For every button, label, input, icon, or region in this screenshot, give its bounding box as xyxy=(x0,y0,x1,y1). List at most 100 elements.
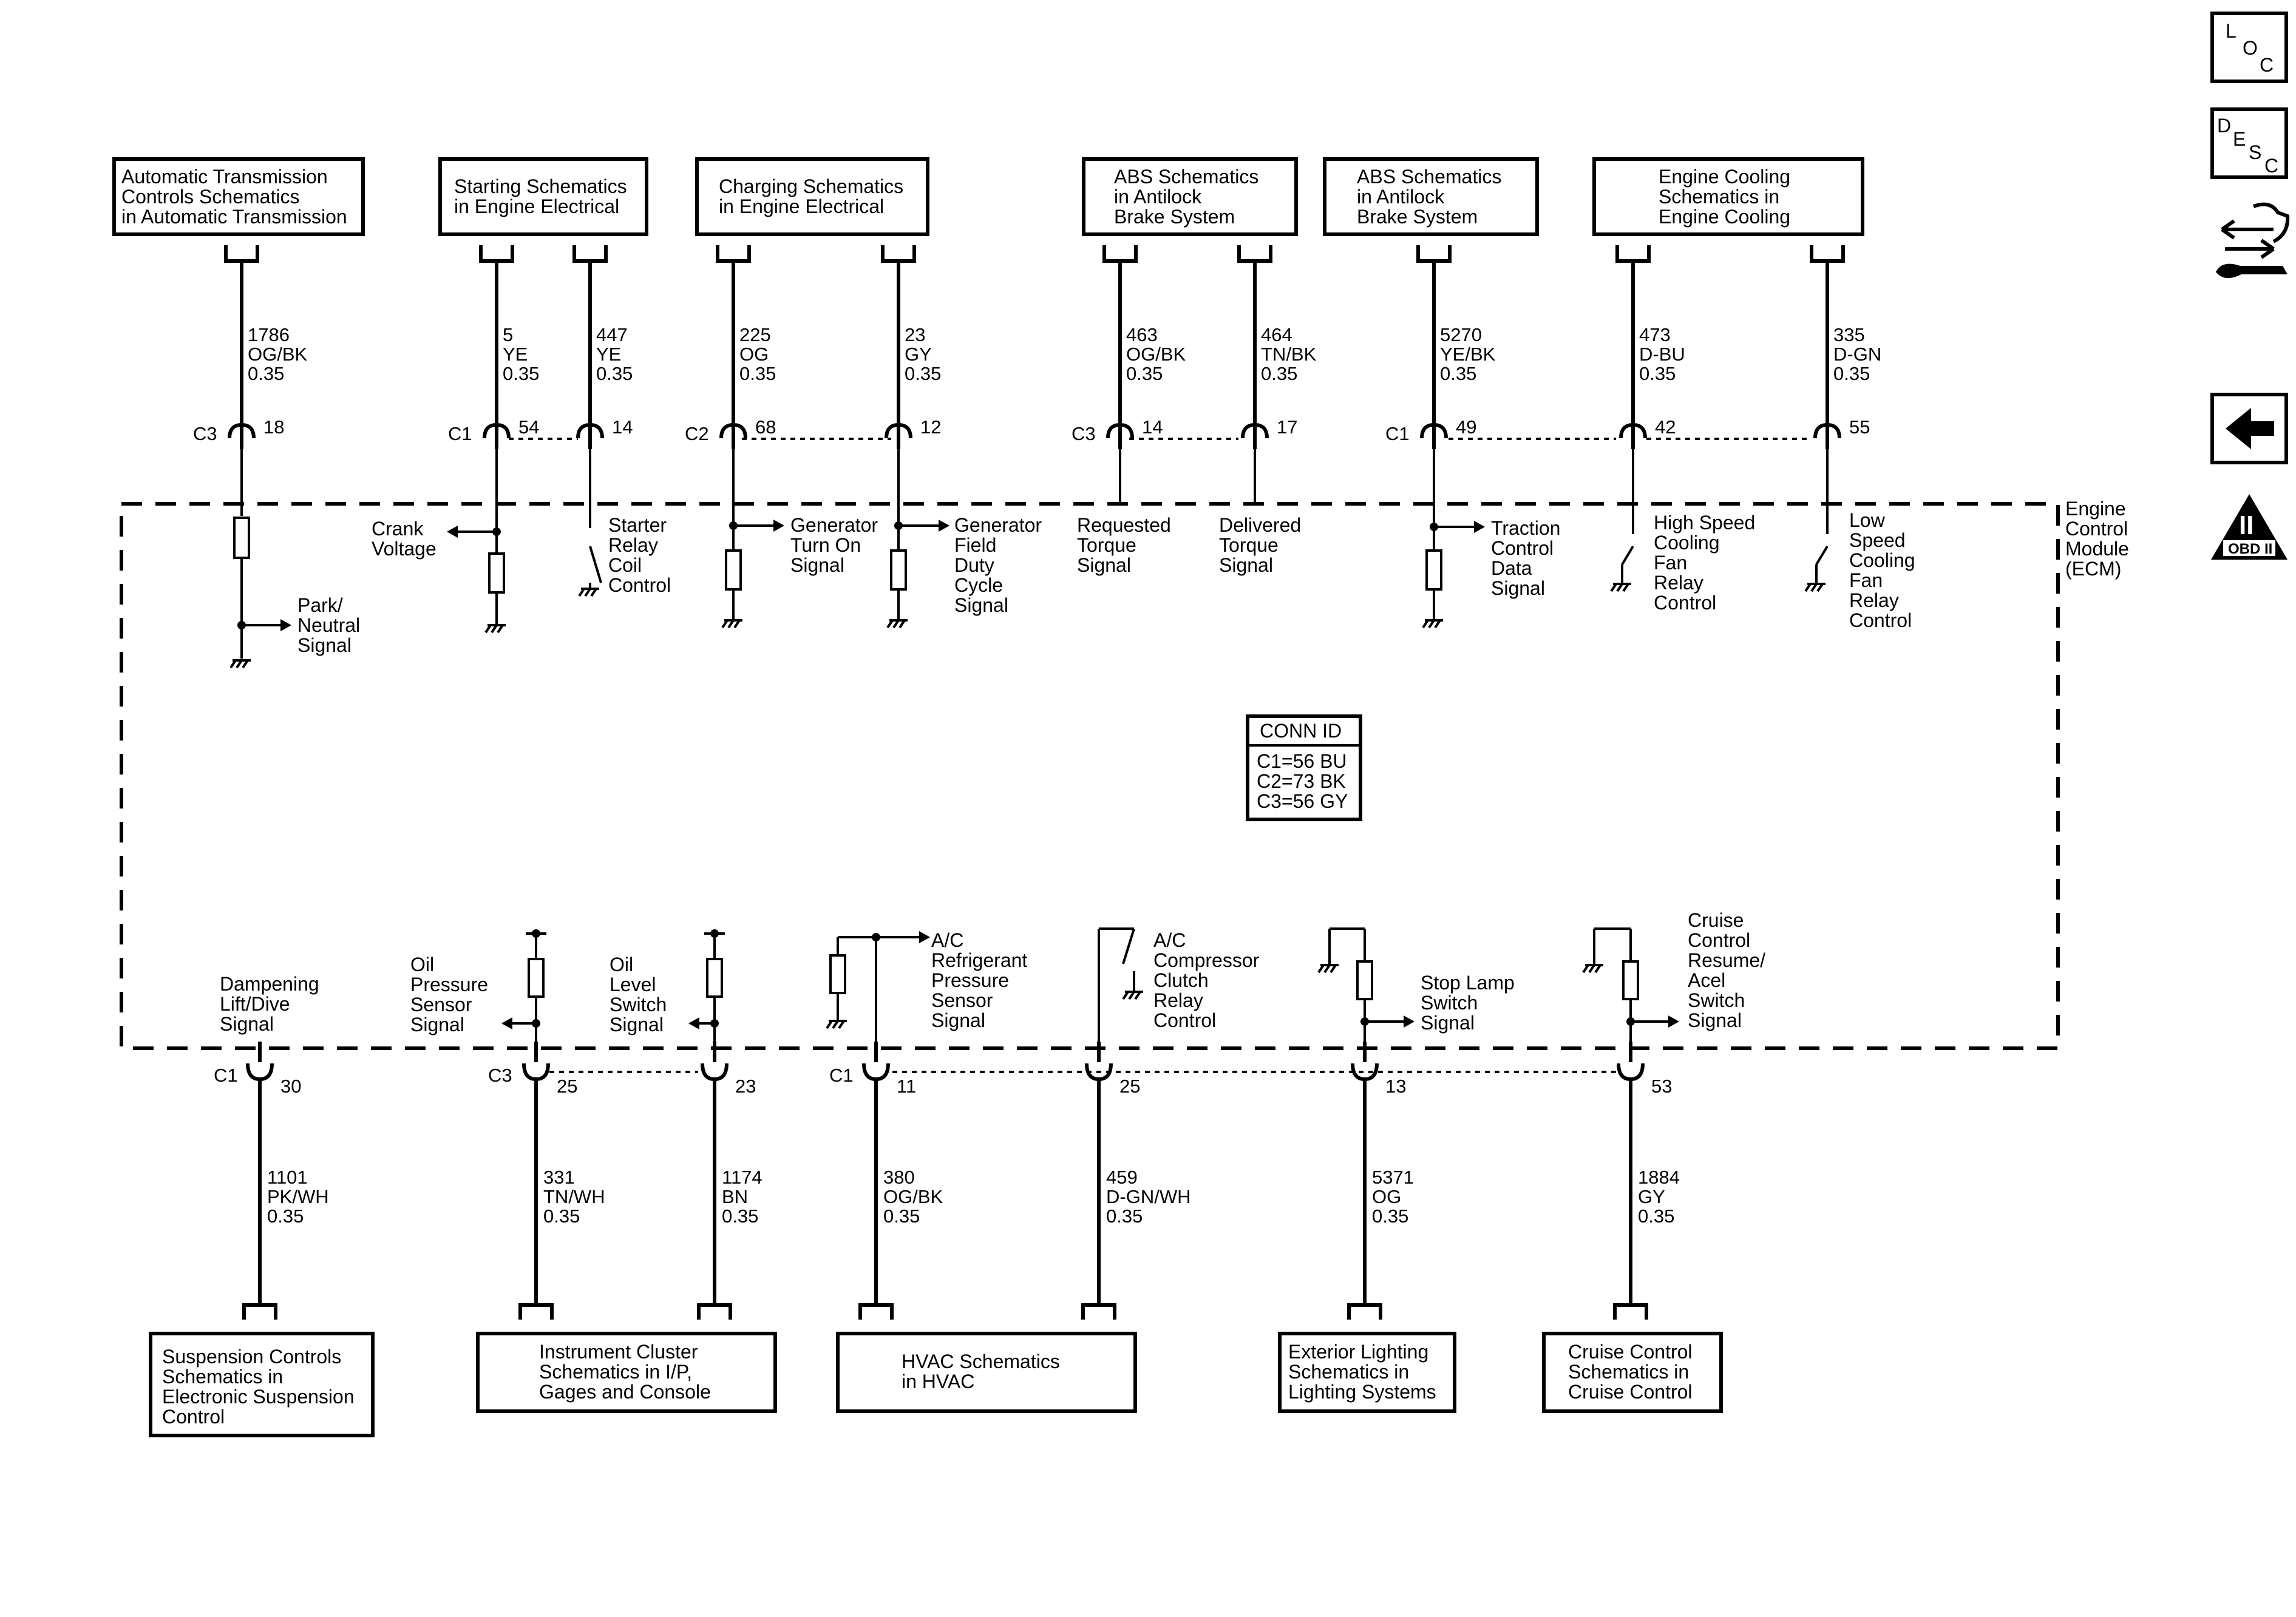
circuit-number: 1884 xyxy=(1638,1167,1680,1188)
ref-ext-box[interactable]: Exterior Lighting Schematics in Lighting… xyxy=(1278,1332,1456,1413)
svg-text:Relay: Relay xyxy=(608,534,658,556)
wire-gauge: 0.35 xyxy=(1106,1205,1143,1227)
circuit-number: 1786 xyxy=(248,324,290,345)
svg-text:Traction: Traction xyxy=(1491,517,1560,539)
ground-icon xyxy=(1122,991,1143,1000)
pin-number: 68 xyxy=(755,416,776,438)
svg-text:A/C: A/C xyxy=(931,929,963,951)
ref-abs2-box[interactable]: ABS Schematics in Antilock Brake System xyxy=(1323,157,1539,236)
svg-text:Exterior Lighting: Exterior Lighting xyxy=(1288,1341,1428,1363)
ecm-module-boundary xyxy=(120,502,2060,1050)
ref-at-box[interactable]: Automatic Transmission Controls Schemati… xyxy=(112,157,365,236)
svg-text:Engine Cooling: Engine Cooling xyxy=(1659,206,1790,228)
svg-text:Duty: Duty xyxy=(954,554,994,576)
low-speed-fan-circuit: Low Speed Cooling Fan Relay Control xyxy=(1804,449,1915,631)
svg-text:Refrigerant: Refrigerant xyxy=(931,949,1027,971)
ref-ic-box[interactable]: Instrument Cluster Schematics in I/P, Ga… xyxy=(476,1332,777,1413)
bottom-wires: 1101PK/WH0.35C130331TN/WH0.35C3251174BN0… xyxy=(214,1042,1680,1320)
pin-number: 42 xyxy=(1655,416,1676,438)
svg-text:Pressure: Pressure xyxy=(410,974,488,995)
circuit-number: 5270 xyxy=(1440,324,1482,345)
wire-color: PK/WH xyxy=(267,1186,329,1207)
nav-desc-button[interactable]: D E S C xyxy=(2210,107,2288,179)
wire-gauge: 0.35 xyxy=(905,363,941,384)
svg-text:Switch: Switch xyxy=(1688,989,1745,1011)
svg-text:in Engine Electrical: in Engine Electrical xyxy=(454,195,619,217)
pin-number: 12 xyxy=(920,416,941,438)
svg-text:Automatic Transmission: Automatic Transmission xyxy=(121,166,328,188)
signal-label-gen-on: Generator Turn On Signal xyxy=(790,514,878,576)
svg-text:in Antilock: in Antilock xyxy=(1114,186,1202,208)
svg-text:Switch: Switch xyxy=(610,994,667,1015)
connector-id: C3 xyxy=(1072,423,1096,444)
wire-gauge: 0.35 xyxy=(1372,1205,1408,1227)
ref-abs1-box[interactable]: ABS Schematics in Antilock Brake System xyxy=(1082,157,1298,236)
pin-number: 53 xyxy=(1651,1076,1672,1097)
ref-start-box[interactable]: Starting Schematics in Engine Electrical xyxy=(438,157,648,236)
bottom-reference-boxes: Suspension Controls Schematics in Electr… xyxy=(149,1332,1723,1437)
svg-text:A/C: A/C xyxy=(1153,929,1186,951)
svg-text:Speed: Speed xyxy=(1849,529,1906,551)
circuit-number: 459 xyxy=(1106,1167,1138,1188)
ref-charge-box[interactable]: Charging Schematics in Engine Electrical xyxy=(695,157,929,236)
svg-text:Sensor: Sensor xyxy=(931,989,993,1011)
nav-obd-button[interactable]: II OBD II xyxy=(2211,494,2288,560)
svg-text:Voltage: Voltage xyxy=(372,538,436,560)
ref-susp-box[interactable]: Suspension Controls Schematics in Electr… xyxy=(149,1332,375,1437)
pin-number: 25 xyxy=(1119,1076,1140,1097)
wire-gauge: 0.35 xyxy=(1833,363,1870,384)
conn-id-row: C2=73 BK xyxy=(1257,770,1346,792)
svg-text:Schematics in: Schematics in xyxy=(1568,1361,1689,1383)
svg-text:in Automatic Transmission: in Automatic Transmission xyxy=(121,206,347,228)
crank-voltage-circuit: Crank Voltage xyxy=(372,449,506,634)
pin-number: 54 xyxy=(518,416,539,438)
svg-text:Cooling: Cooling xyxy=(1849,549,1915,571)
signal-label-req-torque: Requested Torque Signal xyxy=(1077,514,1171,576)
signal-label-traction: Traction Control Data Signal xyxy=(1491,517,1560,599)
svg-text:Park/: Park/ xyxy=(297,594,343,616)
circuit-number: 1174 xyxy=(722,1167,763,1188)
high-speed-fan-circuit: High Speed Cooling Fan Relay Control xyxy=(1610,449,1755,614)
wire-gauge: 0.35 xyxy=(1639,363,1676,384)
svg-text:D: D xyxy=(2217,115,2231,137)
wire-color: OG/BK xyxy=(248,344,308,365)
circuit-number: 225 xyxy=(739,324,771,345)
svg-text:C: C xyxy=(2264,155,2278,177)
svg-text:Switch: Switch xyxy=(1421,992,1478,1014)
svg-text:Suspension Controls: Suspension Controls xyxy=(162,1346,341,1368)
svg-text:Signal: Signal xyxy=(220,1013,274,1035)
svg-text:Signal: Signal xyxy=(297,634,352,656)
nav-back-button[interactable] xyxy=(2210,393,2288,464)
ref-cool-box[interactable]: Engine Cooling Schematics in Engine Cool… xyxy=(1592,157,1864,236)
svg-text:Oil: Oil xyxy=(410,954,434,975)
svg-text:Control: Control xyxy=(162,1406,225,1428)
ref-hvac-box[interactable]: HVAC Schematics in HVAC xyxy=(836,1332,1137,1413)
wire-color: GY xyxy=(1638,1186,1665,1207)
nav-loc-button[interactable]: L O C xyxy=(2210,12,2288,83)
svg-text:Controls Schematics: Controls Schematics xyxy=(121,186,299,208)
wire-gauge: 0.35 xyxy=(543,1205,580,1227)
svg-text:Torque: Torque xyxy=(1219,534,1279,556)
circuit-number: 23 xyxy=(905,324,925,345)
svg-text:Resume/: Resume/ xyxy=(1688,949,1765,971)
pin-number: 13 xyxy=(1385,1076,1406,1097)
pin-number: 18 xyxy=(263,416,284,438)
circuit-number: 473 xyxy=(1639,324,1671,345)
wire-color: YE/BK xyxy=(1440,344,1496,365)
svg-text:Control: Control xyxy=(608,574,671,596)
nav-connector-tool-button[interactable] xyxy=(2216,202,2290,279)
ref-cruise-box[interactable]: Cruise Control Schematics in Cruise Cont… xyxy=(1542,1332,1723,1413)
svg-text:Signal: Signal xyxy=(790,554,844,576)
ground-icon xyxy=(1317,964,1339,974)
svg-text:HVAC Schematics: HVAC Schematics xyxy=(902,1351,1060,1372)
svg-text:Control: Control xyxy=(1688,929,1750,951)
